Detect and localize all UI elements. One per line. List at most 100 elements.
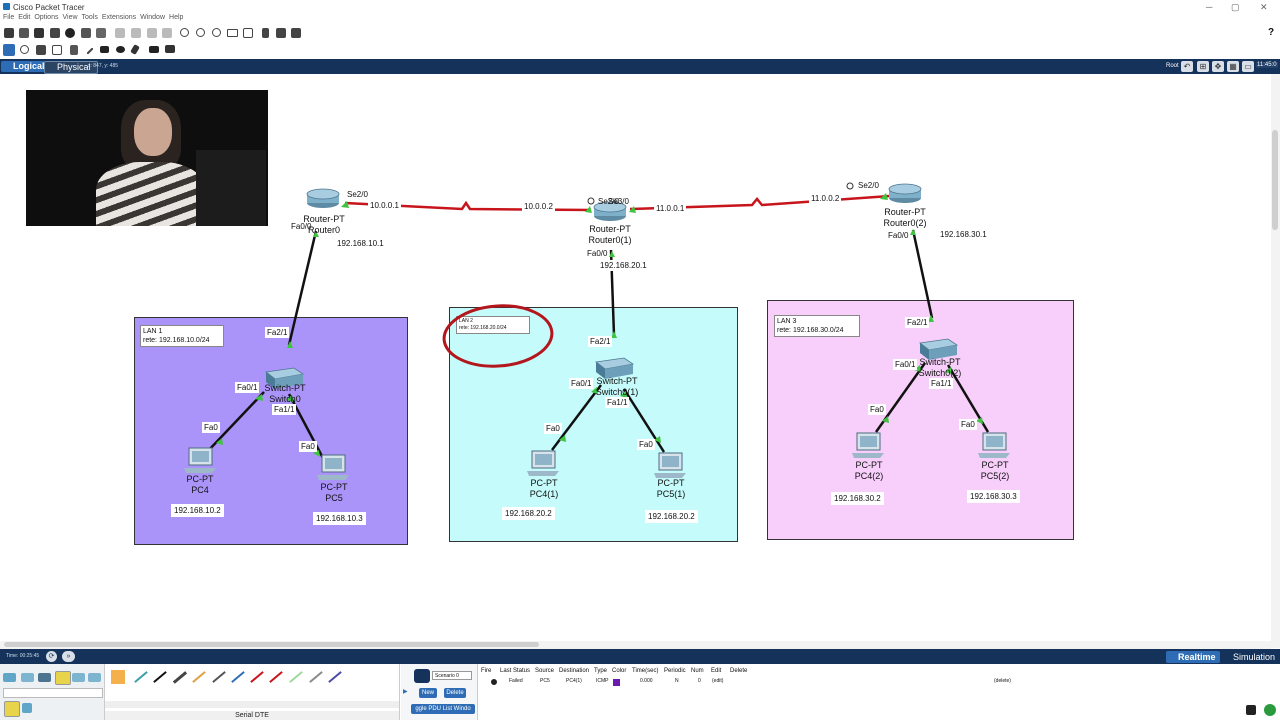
new-scenario-button[interactable]: New: [419, 688, 437, 698]
minimize-icon[interactable]: ─: [1206, 2, 1213, 12]
pc52-icon[interactable]: [978, 432, 1010, 458]
fast-forward-icon[interactable]: »: [62, 651, 75, 662]
copy-icon[interactable]: [115, 28, 125, 38]
zoom-in-icon[interactable]: [180, 28, 189, 37]
simulation-button[interactable]: Simulation: [1233, 652, 1276, 662]
undo-icon[interactable]: [147, 28, 157, 38]
device-list-scrollbar[interactable]: [105, 701, 399, 708]
paste-icon[interactable]: [131, 28, 141, 38]
phone-cable-icon[interactable]: [212, 671, 226, 683]
resize-icon[interactable]: [52, 45, 62, 55]
pc4-icon[interactable]: [184, 447, 216, 473]
document-icon[interactable]: [262, 28, 269, 38]
lan2-note[interactable]: LAN 2 rete: 192.168.20.0/24: [456, 316, 530, 334]
horizontal-scrollbar-thumb[interactable]: [4, 642, 539, 647]
multiuser-icon[interactable]: [88, 673, 101, 682]
delete-icon[interactable]: [36, 45, 46, 55]
back-icon[interactable]: ↶: [1181, 61, 1193, 72]
info-icon[interactable]: [65, 28, 75, 38]
pc51-icon[interactable]: [654, 452, 686, 478]
components-icon[interactable]: [38, 673, 51, 682]
router02-icon[interactable]: [888, 183, 922, 203]
pc5-icon[interactable]: [317, 454, 349, 480]
status-icon[interactable]: [1264, 704, 1276, 716]
save-icon[interactable]: [34, 28, 44, 38]
new-cluster-icon[interactable]: ⊞: [1197, 61, 1209, 72]
custom-device-icon[interactable]: [243, 28, 253, 38]
vertical-scrollbar-thumb[interactable]: [1272, 130, 1278, 230]
tab-physical[interactable]: Physical: [44, 61, 98, 74]
menu-tools[interactable]: Tools: [81, 14, 98, 21]
connections-subtype-icon[interactable]: [4, 701, 20, 717]
inspect-icon[interactable]: [20, 45, 29, 54]
tab-logical[interactable]: Logical: [1, 61, 45, 72]
ellipse-tool-icon[interactable]: [116, 46, 125, 53]
scenario-select[interactable]: Scenario 0: [432, 671, 472, 680]
serial-link-r0-r1[interactable]: [344, 200, 592, 212]
open-icon[interactable]: [19, 28, 29, 38]
vertical-scrollbar[interactable]: [1271, 74, 1280, 648]
console-cable-icon[interactable]: [134, 671, 148, 683]
menu-view[interactable]: View: [62, 14, 78, 21]
power-cycle-icon[interactable]: ⟳: [46, 651, 57, 662]
set-tiled-background-icon[interactable]: ▦: [1227, 61, 1239, 72]
note-icon[interactable]: [70, 45, 78, 55]
redo-icon[interactable]: [162, 28, 172, 38]
zoom-reset-icon[interactable]: [196, 28, 205, 37]
menu-window[interactable]: Window: [140, 14, 166, 21]
lan3-note[interactable]: LAN 3 rete: 192.168.30.0/24: [774, 315, 860, 337]
network-info-icon[interactable]: [81, 28, 91, 38]
crossover-cable-icon[interactable]: [172, 671, 188, 684]
realtime-button[interactable]: Realtime: [1166, 651, 1220, 663]
coaxial-cable-icon[interactable]: [231, 671, 245, 683]
switch02-icon[interactable]: [919, 338, 959, 360]
activity-wizard-icon[interactable]: [96, 28, 106, 38]
row-delete-link[interactable]: (delete): [994, 678, 1011, 684]
drawing-palette-icon[interactable]: [227, 29, 238, 37]
router0-icon[interactable]: [306, 188, 340, 208]
serial-dce-cable-icon[interactable]: [250, 671, 264, 683]
link-r2-sw2[interactable]: [911, 229, 934, 319]
picture-icon[interactable]: [276, 28, 286, 38]
fiber-cable-icon[interactable]: [192, 671, 206, 683]
router01-icon[interactable]: [593, 201, 627, 221]
menu-file[interactable]: File: [3, 14, 15, 21]
menu-options[interactable]: Options: [34, 14, 59, 21]
grid-subtype-icon[interactable]: [22, 703, 32, 713]
row-edit-link[interactable]: (edit): [712, 678, 724, 684]
help-icon[interactable]: ?: [1268, 27, 1275, 38]
toggle-pdu-list-button[interactable]: ggle PDU List Windo: [411, 704, 475, 714]
menu-help[interactable]: Help: [169, 14, 184, 21]
maximize-icon[interactable]: ▢: [1231, 2, 1240, 12]
straight-through-cable-icon[interactable]: [153, 671, 167, 683]
menu-extensions[interactable]: Extensions: [101, 14, 137, 21]
select-icon[interactable]: [3, 44, 15, 56]
lan1-note[interactable]: LAN 1 rete: 192.168.10.0/24: [140, 325, 224, 347]
switch0-icon[interactable]: [265, 367, 305, 389]
scenario-info-icon[interactable]: [414, 669, 430, 683]
fire-status-icon[interactable]: [491, 679, 497, 685]
horizontal-scrollbar[interactable]: [0, 641, 1271, 649]
complex-pdu-icon[interactable]: [165, 45, 175, 53]
link-sw0-pc4[interactable]: [206, 391, 265, 453]
automatic-connection-icon[interactable]: [111, 670, 125, 684]
lan3-area[interactable]: [767, 300, 1074, 540]
new-file-icon[interactable]: [4, 28, 14, 38]
iot-cable-icon[interactable]: [309, 671, 323, 683]
switch01-icon[interactable]: [595, 357, 635, 379]
end-devices-icon[interactable]: [21, 673, 34, 682]
device-search-field[interactable]: [3, 688, 103, 698]
link-sw1-pc51[interactable]: [622, 388, 666, 453]
usb-cable-icon[interactable]: [328, 671, 342, 683]
